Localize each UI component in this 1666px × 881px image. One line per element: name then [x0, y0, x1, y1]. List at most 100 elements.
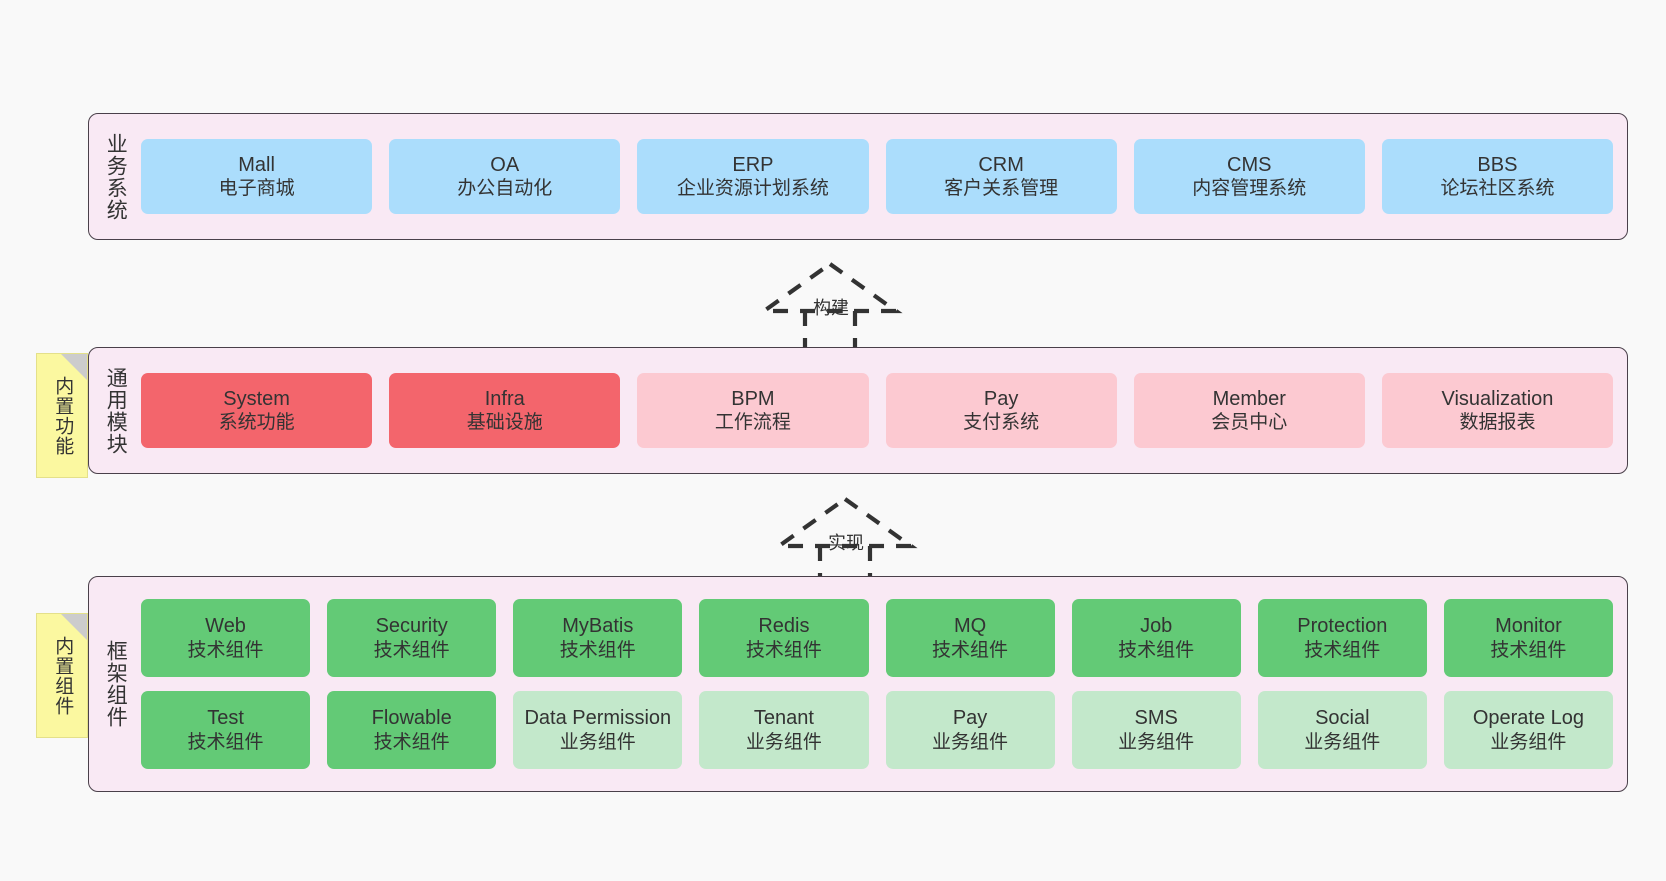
box-pay-component[interactable]: Pay 业务组件	[885, 691, 1055, 769]
box-subtitle: 技术组件	[187, 731, 264, 753]
box-subtitle: 技术组件	[559, 639, 636, 661]
box-flowable[interactable]: Flowable 技术组件	[327, 691, 497, 769]
box-erp[interactable]: ERP 企业资源计划系统	[637, 139, 869, 214]
box-sms[interactable]: SMS 业务组件	[1071, 691, 1241, 769]
box-title: Tenant	[753, 707, 814, 730]
box-monitor[interactable]: Monitor 技术组件	[1443, 599, 1613, 677]
note-fold-corner-icon	[61, 354, 87, 380]
box-title: Pay	[983, 387, 1019, 410]
box-subtitle: 工作流程	[714, 412, 791, 434]
box-title: SMS	[1134, 707, 1178, 730]
layer-body-common-modules: System 系统功能 Infra 基础设施 BPM 工作流程 Pay 支付系统…	[141, 348, 1627, 473]
box-subtitle: 业务组件	[932, 731, 1009, 753]
box-subtitle: 技术组件	[187, 639, 264, 661]
box-subtitle: 系统功能	[218, 412, 295, 434]
box-title: CRM	[978, 153, 1024, 176]
box-title: Web	[205, 615, 246, 638]
box-security[interactable]: Security 技术组件	[327, 599, 497, 677]
box-subtitle: 客户关系管理	[944, 178, 1059, 200]
box-subtitle: 业务组件	[1118, 731, 1195, 753]
box-subtitle: 论坛社区系统	[1440, 178, 1555, 200]
connector-label-build: 构建	[813, 298, 849, 318]
box-title: Redis	[758, 615, 810, 638]
layer-title-common-modules: 通用模块	[104, 366, 128, 455]
box-infra[interactable]: Infra 基础设施	[389, 373, 621, 448]
box-redis[interactable]: Redis 技术组件	[699, 599, 869, 677]
layer-body-framework-components: Web 技术组件 Security 技术组件 MyBatis 技术组件 Redi…	[141, 577, 1627, 791]
box-job[interactable]: Job 技术组件	[1071, 599, 1241, 677]
box-social[interactable]: Social 业务组件	[1257, 691, 1427, 769]
connector-label-implement: 实现	[828, 533, 864, 553]
box-title: Data Permission	[524, 707, 672, 730]
box-subtitle: 基础设施	[466, 412, 543, 434]
layer-title-framework-components: 框架组件	[104, 640, 128, 728]
layer-framework-components[interactable]: 框架组件 Web 技术组件 Security 技术组件 MyBatis 技术组件…	[88, 576, 1628, 792]
box-title: Member	[1212, 387, 1286, 410]
box-subtitle: 支付系统	[963, 412, 1040, 434]
layer-row: Mall 电子商城 OA 办公自动化 ERP 企业资源计划系统 CRM 客户关系…	[141, 139, 1614, 214]
box-bpm[interactable]: BPM 工作流程	[637, 373, 869, 448]
box-mybatis[interactable]: MyBatis 技术组件	[513, 599, 683, 677]
box-title: Social	[1315, 707, 1370, 730]
box-tenant[interactable]: Tenant 业务组件	[699, 691, 869, 769]
box-web[interactable]: Web 技术组件	[141, 599, 311, 677]
box-mall[interactable]: Mall 电子商城	[141, 139, 373, 214]
box-title: Monitor	[1495, 615, 1562, 638]
box-title: Mall	[238, 153, 275, 176]
box-pay-module[interactable]: Pay 支付系统	[885, 373, 1117, 448]
box-title: Job	[1140, 615, 1173, 638]
box-title: CMS	[1227, 153, 1272, 176]
box-title: BPM	[731, 387, 775, 410]
box-title: Operate Log	[1472, 707, 1585, 730]
box-cms[interactable]: CMS 内容管理系统	[1133, 139, 1365, 214]
box-subtitle: 办公自动化	[457, 178, 553, 200]
layer-title-business-systems: 业务系统	[104, 132, 128, 221]
layer-row: Web 技术组件 Security 技术组件 MyBatis 技术组件 Redi…	[141, 599, 1613, 677]
box-title: Flowable	[371, 707, 452, 730]
box-subtitle: 技术组件	[373, 639, 450, 661]
box-title: OA	[490, 153, 520, 176]
box-title: MQ	[953, 615, 987, 638]
box-protection[interactable]: Protection 技术组件	[1257, 599, 1427, 677]
box-subtitle: 数据报表	[1459, 412, 1536, 434]
box-test[interactable]: Test 技术组件	[141, 691, 311, 769]
box-subtitle: 业务组件	[1304, 731, 1381, 753]
box-bbs[interactable]: BBS 论坛社区系统	[1381, 139, 1614, 214]
box-oa[interactable]: OA 办公自动化	[389, 139, 621, 214]
box-title: Test	[207, 707, 244, 730]
box-title: Infra	[484, 387, 525, 410]
box-subtitle: 业务组件	[1490, 731, 1567, 753]
box-subtitle: 技术组件	[373, 731, 450, 753]
box-subtitle: 技术组件	[1304, 639, 1381, 661]
layer-row: System 系统功能 Infra 基础设施 BPM 工作流程 Pay 支付系统…	[141, 373, 1614, 448]
box-subtitle: 技术组件	[1490, 639, 1567, 661]
box-title: Visualization	[1441, 387, 1554, 410]
box-subtitle: 会员中心	[1211, 412, 1288, 434]
layer-body-business-systems: Mall 电子商城 OA 办公自动化 ERP 企业资源计划系统 CRM 客户关系…	[141, 114, 1627, 239]
layer-business-systems[interactable]: 业务系统 Mall 电子商城 OA 办公自动化 ERP 企业资源计划系统 CRM…	[88, 113, 1628, 240]
box-crm[interactable]: CRM 客户关系管理	[885, 139, 1117, 214]
box-system[interactable]: System 系统功能	[141, 373, 373, 448]
box-title: MyBatis	[562, 615, 634, 638]
box-mq[interactable]: MQ 技术组件	[885, 599, 1055, 677]
box-subtitle: 技术组件	[932, 639, 1009, 661]
box-operate-log[interactable]: Operate Log 业务组件	[1443, 691, 1613, 769]
box-data-permission[interactable]: Data Permission 业务组件	[513, 691, 683, 769]
box-subtitle: 电子商城	[218, 178, 295, 200]
box-title: ERP	[732, 153, 774, 176]
connector-implement: 实现	[770, 493, 920, 585]
box-title: Security	[375, 615, 448, 638]
box-subtitle: 内容管理系统	[1192, 178, 1307, 200]
box-title: System	[223, 387, 290, 410]
note-fold-corner-icon	[61, 614, 87, 640]
layer-row: Test 技术组件 Flowable 技术组件 Data Permission …	[141, 691, 1613, 769]
note-builtin-features[interactable]: 内置功能	[36, 353, 88, 478]
box-title: Protection	[1297, 615, 1388, 638]
note-builtin-components[interactable]: 内置组件	[36, 613, 88, 738]
box-visualization[interactable]: Visualization 数据报表	[1381, 373, 1614, 448]
box-subtitle: 业务组件	[559, 731, 636, 753]
layer-common-modules[interactable]: 通用模块 System 系统功能 Infra 基础设施 BPM 工作流程 Pay…	[88, 347, 1628, 474]
connector-build: 构建	[755, 258, 905, 350]
box-member[interactable]: Member 会员中心	[1133, 373, 1365, 448]
